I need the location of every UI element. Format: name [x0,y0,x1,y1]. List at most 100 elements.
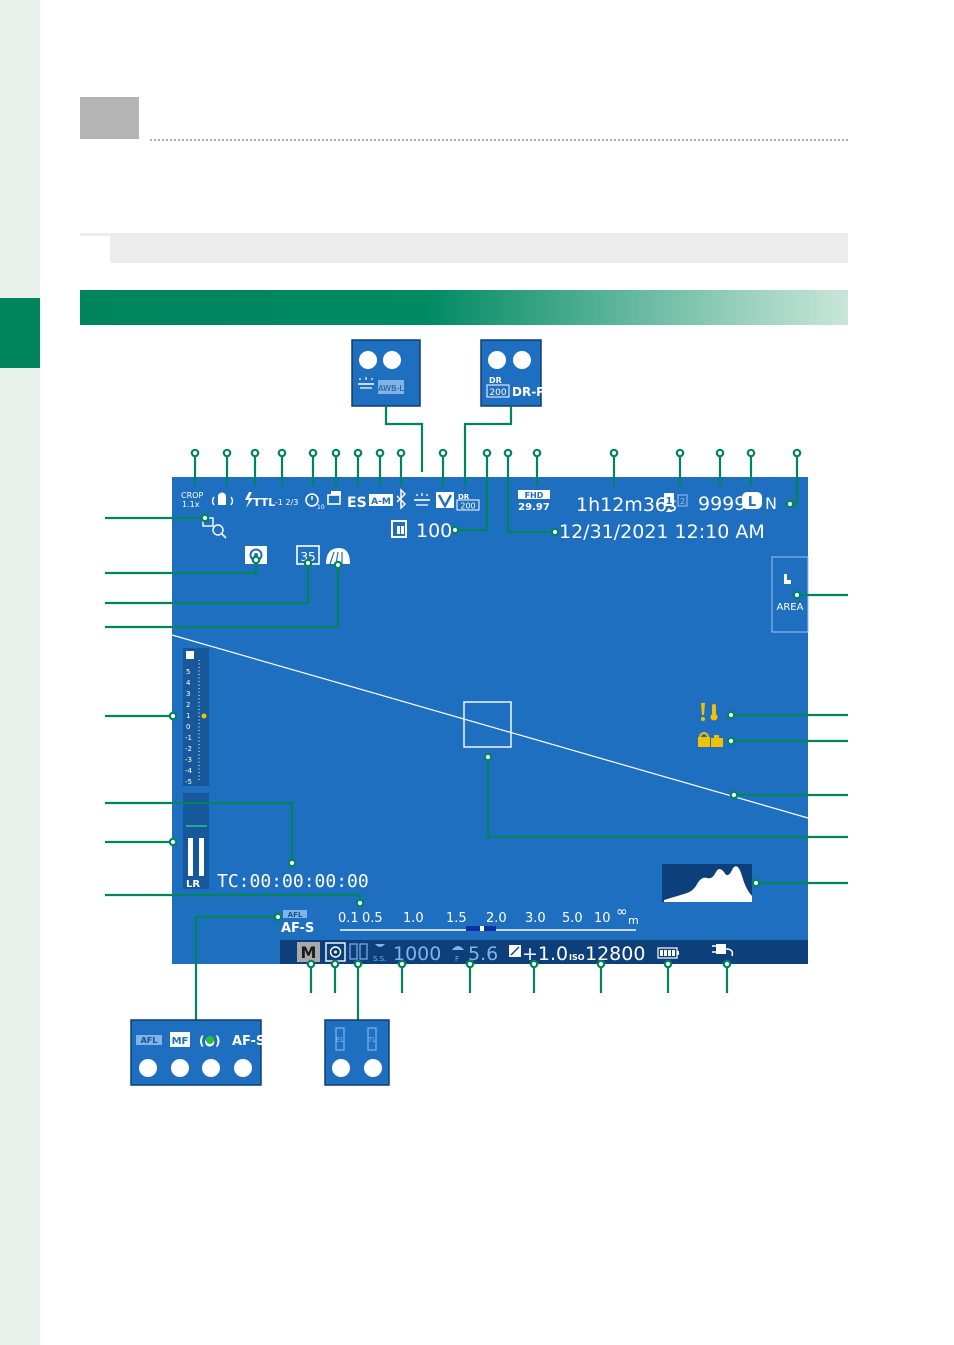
bluetooth-icon [396,488,407,510]
aperture: 5.6 [468,943,498,965]
exposure-indicator: 5 4 3 2 1 0 -1 -2 -3 -4 -5 [183,648,209,786]
callout-dot [171,1059,189,1077]
callout-dot [332,1059,350,1077]
distance-tick: 1.0 [403,911,424,926]
ae-af-lock-icon [349,943,368,960]
ss-label: S.S. [373,955,386,963]
white-balance-callout: AWB-L [351,339,421,407]
distance-tick: 3.0 [525,911,546,926]
wb-icon [414,493,430,506]
dr-badge: DR [458,493,470,501]
callout-dot [513,351,531,369]
timecode: TC:00:00:00:00 [217,871,369,892]
bottom-info-bar: M S.S. 1000 F 5.6 +1.0 ISO 12800 [280,940,808,965]
iso-label: ISO [569,953,585,962]
sensitivity-icon [391,520,407,538]
ibis-icon [211,492,234,506]
dr-badge-value: 200 [460,502,475,511]
page-margin-strip [0,0,40,1345]
distance-tick: 10 [594,911,611,926]
card-slot-2-label: 2 [680,497,685,506]
ev-mode: A-M [371,497,391,507]
callout-dot [488,351,506,369]
weather-icon [326,548,350,565]
callout-dot [139,1059,157,1077]
card-slot-1-label: 1 [666,496,673,507]
dynamic-range-callout: DR 200 DR-P [480,339,545,407]
distance-tick: 0.5 [362,911,383,926]
exposure-tick: 2 [186,701,190,709]
active-slot-arrow [666,508,672,512]
frame-rate: 29.97 [518,502,550,513]
exposure-tick: 3 [186,690,190,698]
callout-dot [364,1059,382,1077]
horizon-line [171,634,809,819]
card-slot-2 [677,494,688,507]
lock-icon [698,732,723,747]
flash-mode: TTL [253,496,275,509]
film-simulation-icon [436,492,454,509]
audio-level-meter: LR [183,793,209,890]
sensitivity-value: 100 [416,520,452,542]
focus-item-afs: AF-S [232,1034,265,1049]
battery-icon [657,947,679,959]
exposure-mode: M [301,943,317,962]
wb-fluorescent-icon [358,377,374,389]
distance-tick: 2.0 [486,911,507,926]
lock-indicators-callout: EL TL [324,1019,390,1086]
distance-tick: 0.1 [338,911,359,926]
exposure-tick: -4 [185,767,193,775]
frames-remaining: 9999 [698,493,746,515]
power-plug-icon [712,944,734,957]
callout-dot [359,351,377,369]
exposure-tick: -2 [185,745,192,753]
drp-label: DR-P [512,385,545,399]
shutter-type: ES [347,495,367,511]
right-leaders [483,590,848,888]
movie-mode: FHD [525,491,544,500]
distance-tick: m [628,914,639,927]
dotted-rule [150,139,848,141]
aperture-icon [452,946,464,950]
shutter-speed-icon [375,944,385,947]
exposure-tick: 5 [186,668,190,676]
exposure-marker [201,713,207,719]
card-slot-1 [664,493,674,506]
dr-value: 200 [489,388,506,398]
ev-mode-badge [369,494,393,506]
focus-ok-dot [206,1036,214,1044]
note-notch [80,236,110,263]
temperature-warning-icon [701,703,718,721]
callout-dot [383,351,401,369]
status-row-top: CROP 1.1x TTL -1 2/3 10 ES A-M [181,488,777,516]
dr-label: DR [489,376,502,385]
exposure-compensation: +1.0 [522,943,568,965]
lock-item-tl: TL [367,1036,376,1044]
bottom-leaders [194,912,732,1020]
focus-item-mf: MF [172,1036,189,1047]
recording-time: 1h12m36s [576,494,677,516]
dr-leader [463,406,513,486]
callout-dot [234,1059,252,1077]
continuous-shooting-icon [327,491,341,505]
movie-mode-badge [518,490,550,499]
dr-badge-box [456,499,480,511]
distance-tick: 5.0 [562,911,583,926]
focus-item-afl: AFL [141,1036,158,1045]
flash-comp: -1 2/3 [275,498,298,507]
exposure-tick: -5 [185,778,192,786]
section-header-band [80,290,848,325]
top-leaders [190,448,802,537]
note-box [80,233,848,263]
touch-area-label: AREA [777,602,804,613]
iso: 12800 [585,943,645,965]
histogram [662,864,752,902]
aperture-label: F [455,955,459,963]
focus-mode: AF-S [281,921,314,936]
exposure-tick: 0 [186,723,190,731]
status-row-second: 100 12/31/2021 12:10 AM 35 [202,517,765,565]
datetime: 12/31/2021 12:10 AM [559,521,765,543]
wb-leader [384,406,424,472]
callout-dot [202,1059,220,1077]
